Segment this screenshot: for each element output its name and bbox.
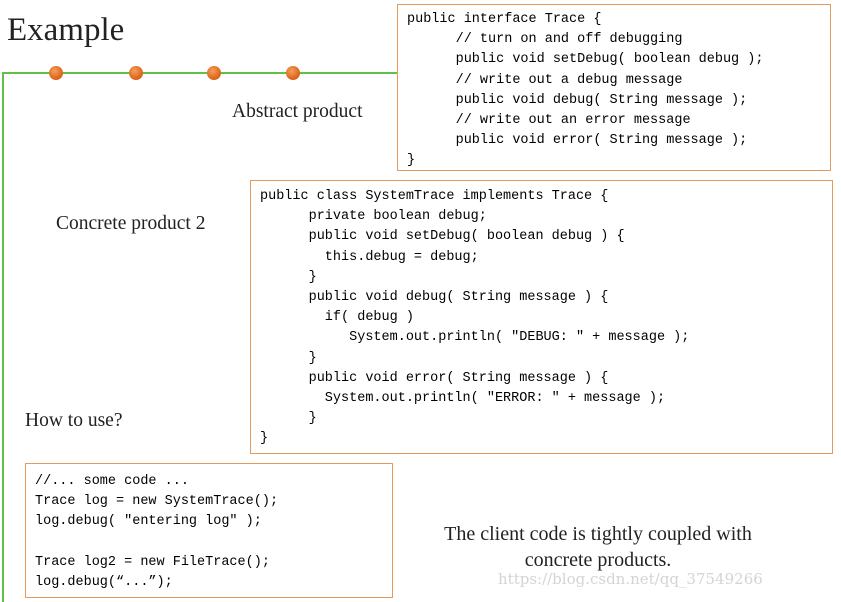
code-line: } (407, 153, 416, 169)
note-line: concrete products. (524, 549, 672, 571)
code-line: //... some code ... (35, 474, 189, 489)
code-line: Trace log = new SystemTrace(); (35, 494, 279, 510)
usage-code-box: //... some code ... Trace log = new Syst… (25, 463, 393, 598)
note-line: The client code is tightly coupled with (444, 523, 752, 545)
code-line: public void error( String message ); (407, 133, 748, 149)
left-accent-line (2, 72, 4, 602)
code-line: log.debug(“...”); (35, 575, 173, 590)
interface-code-box: public interface Trace { // turn on and … (397, 4, 831, 171)
code-line: public void setDebug( boolean debug ); (407, 52, 764, 68)
decorative-dot (207, 66, 221, 80)
code-line: } (260, 269, 317, 285)
slide-title: Example (7, 12, 125, 48)
code-line: // write out an error message (407, 113, 691, 129)
code-line-blank (35, 533, 383, 553)
code-line: System.out.println( "ERROR: " + message … (260, 391, 666, 407)
code-line: public void setDebug( boolean debug ) { (260, 229, 625, 245)
decorative-dot (286, 66, 300, 80)
decorative-dot (129, 66, 143, 80)
code-line: } (260, 431, 269, 447)
code-line: if( debug ) (260, 310, 414, 326)
code-line: public void debug( String message ); (407, 92, 748, 108)
code-line: this.debug = debug; (260, 249, 479, 265)
code-line: // write out a debug message (407, 72, 683, 88)
watermark: https://blog.csdn.net/qq_37549266 (498, 570, 763, 588)
code-line: } (260, 411, 317, 427)
code-line: log.debug( "entering log" ); (35, 514, 262, 530)
code-line: Trace log2 = new FileTrace(); (35, 554, 270, 570)
abstract-product-label: Abstract product (232, 101, 363, 122)
how-to-use-label: How to use? (25, 410, 123, 431)
concrete-product-label: Concrete product 2 (56, 213, 206, 234)
class-code-box: public class SystemTrace implements Trac… (250, 180, 833, 454)
code-line: // turn on and off debugging (407, 32, 683, 48)
decorative-dot (49, 66, 63, 80)
code-line: public class SystemTrace implements Trac… (260, 189, 609, 204)
code-line: System.out.println( "DEBUG: " + message … (260, 330, 690, 346)
code-line: private boolean debug; (260, 209, 487, 225)
coupling-note: The client code is tightly coupled with … (398, 521, 798, 573)
code-line: public void debug( String message ) { (260, 290, 609, 306)
title-divider-line (2, 72, 398, 74)
code-line: } (260, 350, 317, 366)
code-line: public interface Trace { (407, 12, 602, 27)
code-line: public void error( String message ) { (260, 370, 609, 386)
